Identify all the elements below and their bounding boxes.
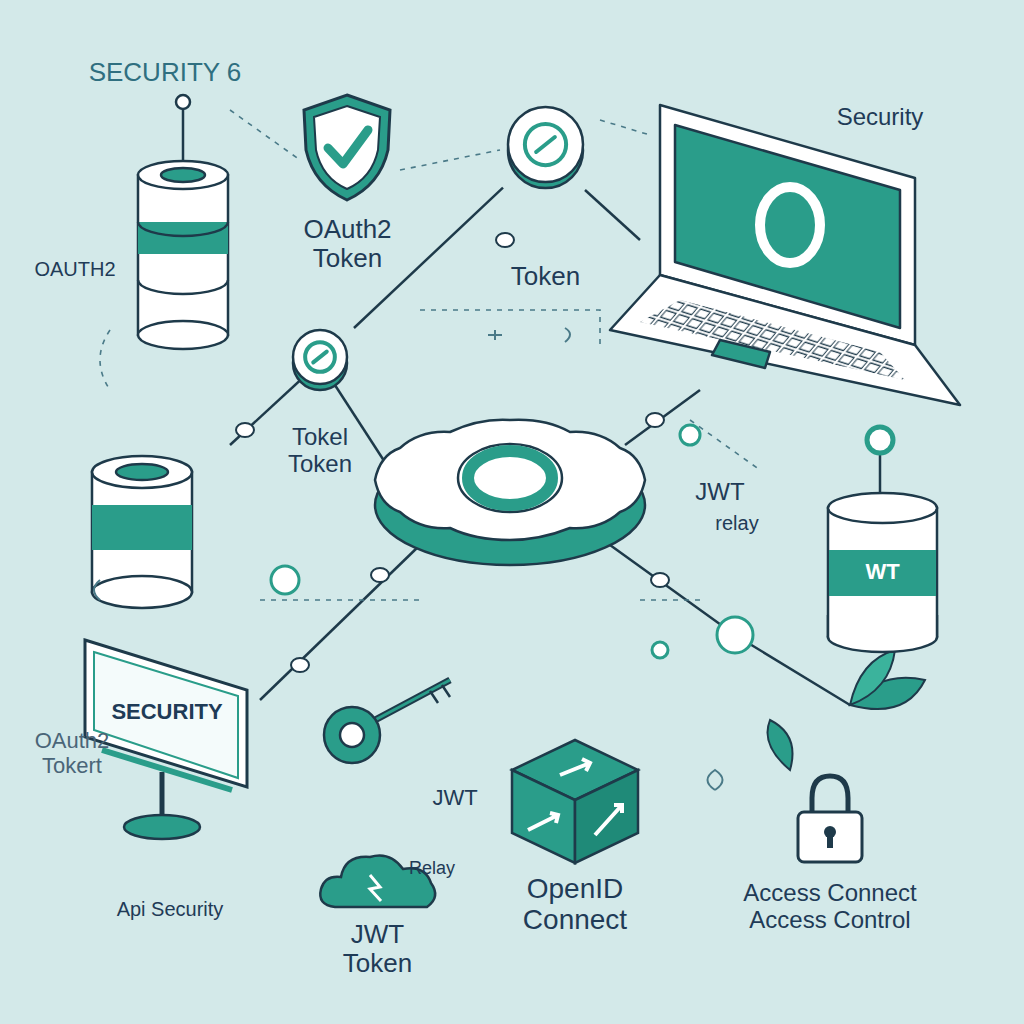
- free-label: OAUTH2: [34, 258, 115, 281]
- free-label: Relay: [409, 858, 455, 879]
- free-label: Api Security: [117, 898, 224, 921]
- icon-node: Access Connect Access Control: [790, 770, 870, 865]
- free-label: Security: [837, 103, 924, 131]
- node-label: JWT Token: [338, 920, 418, 978]
- icon-shape: [300, 90, 395, 205]
- node-label: Tokel Token: [270, 424, 370, 478]
- icon-node: JWT Token: [315, 845, 440, 915]
- free-label: relay: [715, 512, 758, 535]
- icon-node: OAuth2 Token: [300, 90, 395, 205]
- icon-shape: [315, 845, 440, 915]
- icon-shape: [790, 770, 870, 865]
- free-label: OAuth2 Tokert: [17, 728, 127, 779]
- node-label: Access Connect Access Control: [730, 880, 930, 934]
- icon-node: WT: [825, 490, 940, 655]
- icon-shape: [510, 735, 640, 865]
- icon-shape: [503, 105, 588, 190]
- node-label: OAuth2 Token: [293, 215, 403, 273]
- free-label: SECURITY 6: [89, 58, 242, 88]
- icon-node: Tokel Token: [285, 328, 355, 392]
- icon-node: OpenID Connect: [510, 735, 640, 865]
- node-label: WT: [865, 560, 899, 585]
- free-label: JWT: [432, 785, 477, 810]
- node-label: OpenID Connect: [485, 873, 665, 936]
- node-label: Token: [511, 262, 580, 291]
- icon-shape: [285, 328, 355, 392]
- node-label: SECURITY: [111, 700, 222, 725]
- free-label: JWT: [695, 478, 744, 506]
- icon-node: Token: [503, 105, 588, 190]
